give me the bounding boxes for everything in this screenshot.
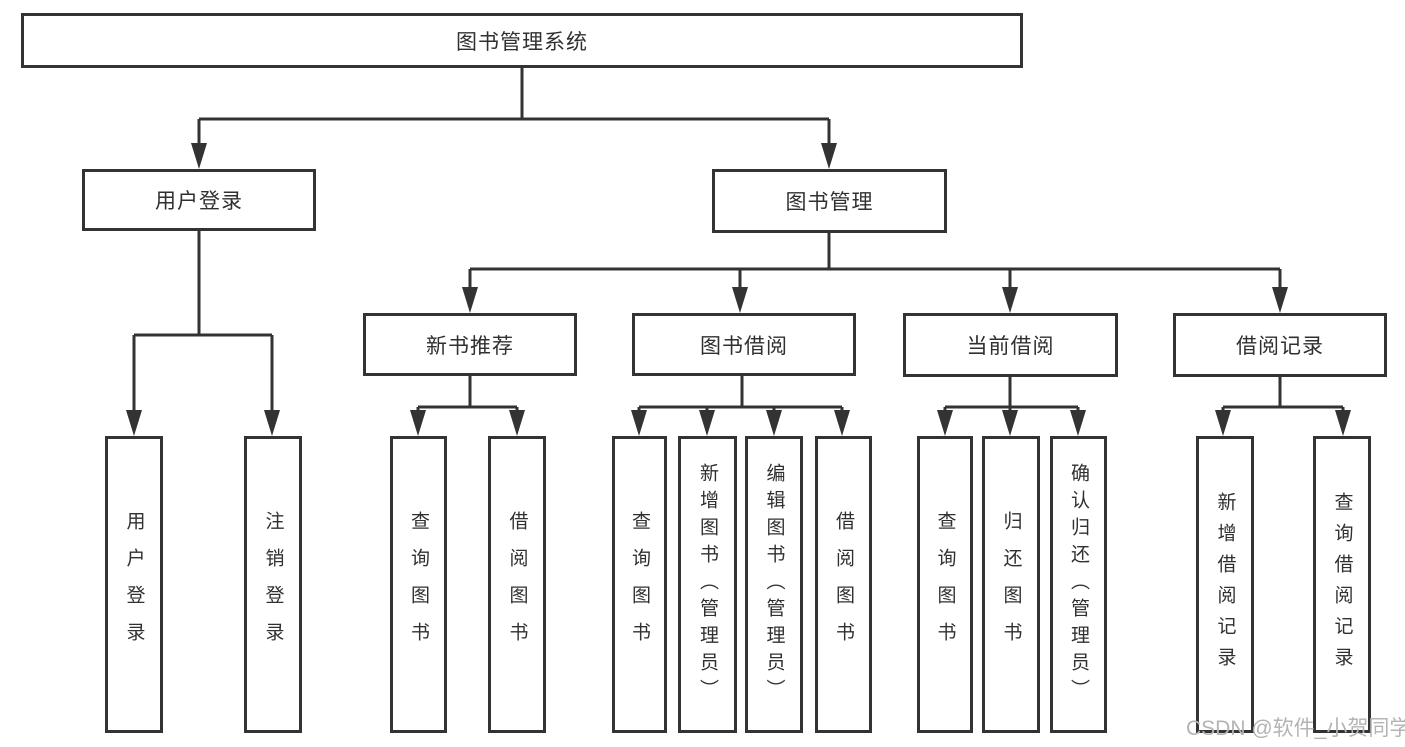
node-user-login-label: 用户登录 bbox=[155, 190, 243, 213]
leaf-borrow-book-1: 借阅图书 bbox=[488, 436, 546, 733]
node-book-management: 图书管理 bbox=[712, 169, 947, 233]
leaf-query-book-1-label: 查询图书 bbox=[408, 510, 429, 659]
leaf-return-book-label: 归还图书 bbox=[1000, 510, 1022, 659]
connector-currentborrow-to-leaves bbox=[937, 377, 1086, 436]
leaf-borrow-book-1-label: 借阅图书 bbox=[506, 510, 528, 659]
leaf-edit-book-admin: 编辑图书（管理员） bbox=[745, 436, 803, 733]
node-user-login: 用户登录 bbox=[82, 169, 316, 231]
leaf-edit-book-admin-label: 编辑图书（管理员） bbox=[763, 463, 785, 706]
node-book-borrowing: 图书借阅 bbox=[632, 313, 856, 376]
node-new-book-recommend-label: 新书推荐 bbox=[426, 334, 514, 358]
leaf-logout-label: 注销登录 bbox=[262, 510, 284, 659]
leaf-add-borrow-record-label: 新增借阅记录 bbox=[1214, 491, 1236, 678]
node-root-label: 图书管理系统 bbox=[456, 30, 588, 54]
node-borrowing-records: 借阅记录 bbox=[1173, 313, 1387, 377]
node-current-borrowing-label: 当前借阅 bbox=[966, 335, 1055, 358]
csdn-watermark: CSDN @软件_小贺同学 bbox=[1186, 717, 1405, 740]
leaf-borrow-book-2: 借阅图书 bbox=[815, 436, 872, 733]
node-book-management-label: 图书管理 bbox=[785, 191, 874, 214]
leaf-query-borrow-record: 查询借阅记录 bbox=[1313, 436, 1371, 733]
connector-root-to-level2 bbox=[191, 68, 837, 169]
connector-newbookrec-to-leaves bbox=[410, 376, 525, 436]
leaf-confirm-return-admin-label: 确认归还（管理员） bbox=[1068, 463, 1089, 706]
node-current-borrowing: 当前借阅 bbox=[903, 313, 1118, 377]
leaf-borrow-book-2-label: 借阅图书 bbox=[833, 510, 854, 659]
node-new-book-recommend: 新书推荐 bbox=[363, 313, 577, 376]
node-root: 图书管理系统 bbox=[21, 13, 1023, 68]
leaf-query-book-2: 查询图书 bbox=[612, 436, 667, 733]
connector-borrowrecord-to-leaves bbox=[1215, 377, 1351, 436]
leaf-add-borrow-record: 新增借阅记录 bbox=[1196, 436, 1254, 733]
leaf-return-book: 归还图书 bbox=[982, 436, 1040, 733]
leaf-confirm-return-admin: 确认归还（管理员） bbox=[1050, 436, 1107, 733]
leaf-query-book-1: 查询图书 bbox=[390, 436, 447, 733]
node-borrowing-records-label: 借阅记录 bbox=[1236, 335, 1324, 358]
connector-userlogin-to-leaves bbox=[126, 231, 280, 436]
connector-bookmgmt-to-level3 bbox=[462, 233, 1288, 313]
leaf-query-borrow-record-label: 查询借阅记录 bbox=[1331, 491, 1353, 678]
leaf-add-book-admin-label: 新增图书（管理员） bbox=[697, 463, 718, 706]
leaf-query-book-3: 查询图书 bbox=[917, 436, 973, 733]
leaf-query-book-3-label: 查询图书 bbox=[934, 510, 956, 659]
connector-bookborrow-to-leaves bbox=[631, 376, 850, 436]
leaf-logout: 注销登录 bbox=[244, 436, 302, 733]
leaf-query-book-2-label: 查询图书 bbox=[629, 510, 650, 659]
leaf-user-login: 用户登录 bbox=[105, 436, 163, 733]
leaf-user-login-label: 用户登录 bbox=[123, 510, 145, 659]
leaf-add-book-admin: 新增图书（管理员） bbox=[678, 436, 737, 733]
node-book-borrowing-label: 图书借阅 bbox=[700, 334, 788, 358]
